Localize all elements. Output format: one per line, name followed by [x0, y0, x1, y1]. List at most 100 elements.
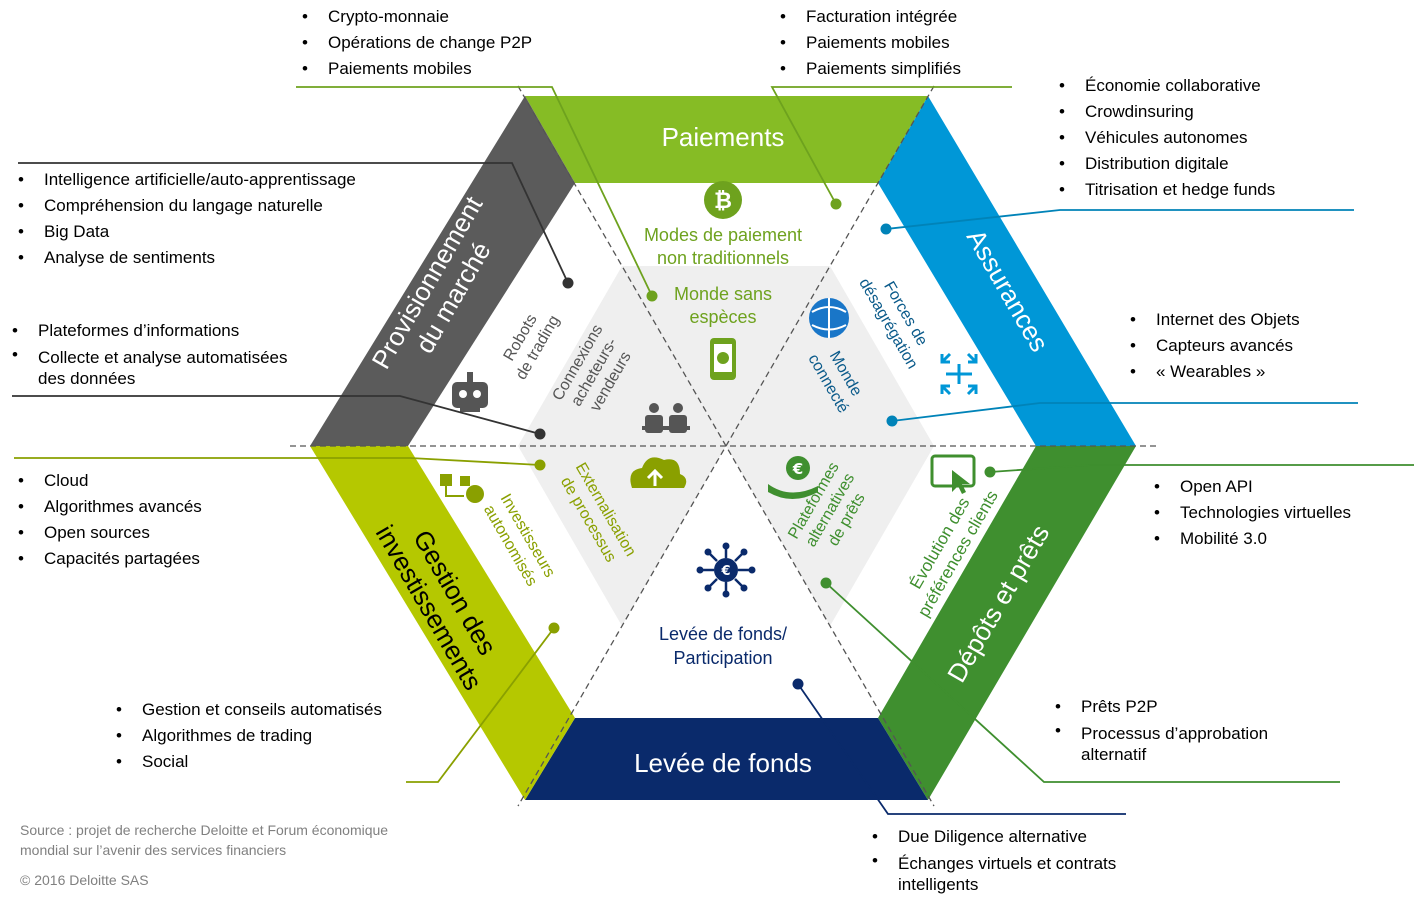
list-top-right: Facturation intégrée Paiements mobiles P…	[776, 4, 961, 82]
list-item: Capacités partagées	[14, 546, 202, 572]
hand-euro-icon: €	[768, 456, 818, 499]
callout-prets	[825, 582, 1340, 783]
callout-cloud	[14, 457, 541, 466]
list-item: Facturation intégrée	[776, 4, 961, 30]
callout-openapi	[989, 464, 1414, 473]
inner-levee-line1: Levée de fonds/	[659, 624, 787, 644]
dot-openapi	[984, 466, 996, 478]
list-assurances: Économie collaborative Crowdinsuring Véh…	[1055, 73, 1275, 203]
euro-symbol-hand: €	[792, 460, 803, 478]
label-levee: Levée de fonds	[634, 748, 812, 778]
list-item: Technologies virtuelles	[1150, 500, 1351, 526]
inner-modes-line2: non traditionnels	[657, 248, 789, 268]
list-donnees: Plateformes d’informations Collecte et a…	[8, 318, 298, 391]
inner-monde-sans-line1: Monde sans	[674, 284, 772, 304]
inner-levee-line2: Participation	[673, 648, 772, 668]
list-item: Gestion et conseils automatisés	[112, 697, 382, 723]
dot-cloud	[534, 459, 546, 471]
copyright: © 2016 Deloitte SAS	[20, 872, 149, 888]
list-item: Mobilité 3.0	[1150, 526, 1351, 552]
list-top-left: Crypto-monnaie Opérations de change P2P …	[298, 4, 532, 82]
bitcoin-symbol: ₿	[714, 189, 732, 214]
list-item: Analyse de sentiments	[14, 245, 356, 271]
dot-crypto	[646, 290, 658, 302]
dot-prets	[820, 577, 832, 589]
list-item: Open sources	[14, 520, 202, 546]
callout-gestion	[406, 627, 555, 783]
robot-icon	[452, 372, 488, 412]
list-item: Échanges virtuels et contrats intelligen…	[868, 850, 1168, 897]
list-item: Crypto-monnaie	[298, 4, 532, 30]
bitcoin-icon: ₿	[704, 181, 742, 219]
callout-levee	[797, 683, 1126, 815]
mobile-payment-icon	[710, 338, 736, 380]
list-item: Paiements simplifiés	[776, 56, 961, 82]
segment-depots	[878, 446, 1136, 800]
list-prets: Prêts P2P Processus d’approbation altern…	[1051, 694, 1311, 767]
segment-provisionnement	[310, 96, 575, 446]
touch-screen-icon	[930, 454, 976, 494]
list-item: Paiements mobiles	[298, 56, 532, 82]
callout-assurances	[885, 209, 1354, 230]
list-item: Social	[112, 749, 382, 775]
callout-dots	[534, 198, 996, 690]
list-cloud: Cloud Algorithmes avancés Open sources C…	[14, 468, 202, 572]
globe-icon	[809, 298, 849, 338]
dot-donnees	[534, 428, 546, 440]
list-item: Open API	[1150, 474, 1351, 500]
process-flow-icon	[440, 474, 484, 503]
list-item: Paiements mobiles	[776, 30, 961, 56]
list-openapi: Open API Technologies virtuelles Mobilit…	[1150, 474, 1351, 552]
list-gestion: Gestion et conseils automatisés Algorith…	[112, 697, 382, 775]
inner-robots: Robots de trading	[501, 312, 564, 383]
list-item: Internet des Objets	[1126, 307, 1300, 333]
dot-provisionnement	[562, 277, 574, 289]
label-paiements: Paiements	[662, 122, 785, 152]
list-item: Intelligence artificielle/auto-apprentis…	[14, 167, 356, 193]
list-item: Plateformes d’informations	[8, 318, 298, 344]
list-item: Capteurs avancés	[1126, 333, 1300, 359]
inner-monde-sans-line2: espèces	[689, 307, 756, 327]
list-item: Titrisation et hedge funds	[1055, 177, 1275, 203]
list-item: Opérations de change P2P	[298, 30, 532, 56]
callout-lines	[12, 86, 1414, 815]
callout-provisionnement	[18, 162, 569, 284]
list-item: Compréhension du langage naturelle	[14, 193, 356, 219]
list-item: Big Data	[14, 219, 356, 245]
disaggregation-arrows-icon	[940, 352, 978, 396]
segment-assurances	[878, 96, 1136, 446]
dot-levee	[792, 678, 804, 690]
list-levee: Due Diligence alternative Échanges virtu…	[868, 824, 1168, 897]
segment-gestion	[310, 446, 575, 800]
list-provisionnement: Intelligence artificielle/auto-apprentis…	[14, 167, 356, 271]
list-iot: Internet des Objets Capteurs avancés « W…	[1126, 307, 1300, 385]
network-euro-icon: €	[696, 542, 756, 598]
list-item: Distribution digitale	[1055, 151, 1275, 177]
source-line-1: Source : projet de recherche Deloitte et…	[20, 822, 389, 838]
dot-assurances	[880, 223, 892, 235]
callout-donnees	[12, 395, 541, 435]
list-item: Collecte et analyse automatisées des don…	[8, 344, 298, 391]
list-item: Prêts P2P	[1051, 694, 1311, 720]
dot-gestion	[548, 622, 560, 634]
list-item: Cloud	[14, 468, 202, 494]
cloud-upload-icon	[630, 457, 687, 488]
dot-iot	[886, 415, 898, 427]
inner-investisseurs: Investisseurs autonomisés	[480, 491, 558, 589]
euro-symbol-network: €	[720, 564, 730, 579]
people-meeting-icon	[642, 403, 690, 433]
callout-iot	[891, 402, 1358, 422]
list-item: Économie collaborative	[1055, 73, 1275, 99]
inner-modes-line1: Modes de paiement	[644, 225, 802, 245]
segment-levee	[525, 718, 928, 800]
list-item: Crowdinsuring	[1055, 99, 1275, 125]
source-note: Source : projet de recherche Deloitte et…	[20, 820, 388, 860]
callout-facturation	[770, 86, 1012, 205]
list-item: Due Diligence alternative	[868, 824, 1168, 850]
dashed-separators	[290, 85, 1160, 807]
list-item: Algorithmes avancés	[14, 494, 202, 520]
list-item: Véhicules autonomes	[1055, 125, 1275, 151]
list-item: « Wearables »	[1126, 359, 1300, 385]
